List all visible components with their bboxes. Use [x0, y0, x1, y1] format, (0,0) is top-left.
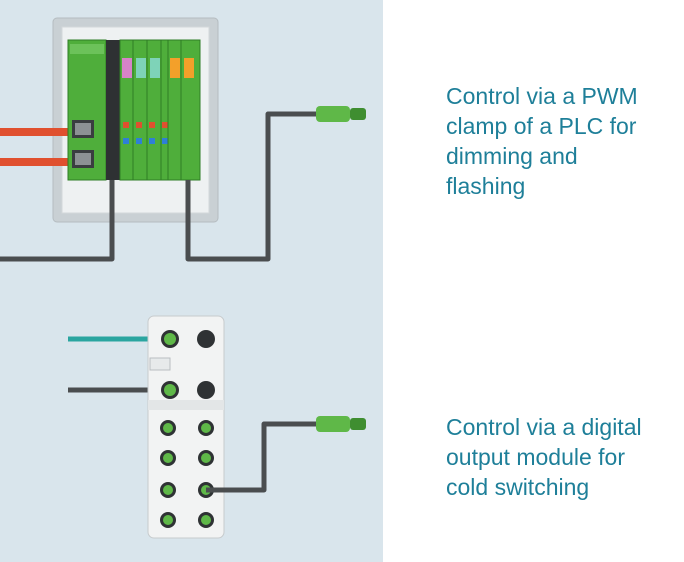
m12-connector-top [316, 106, 366, 122]
caption-pwm-line-4: flashing [446, 173, 526, 199]
caption-pwm-line-3: dimming and [446, 143, 578, 169]
caption-digital-line-1: Control via a digital [446, 414, 642, 440]
caption-pwm-control: Control via a PWM clamp of a PLC for dim… [446, 81, 682, 201]
network-cables [68, 336, 160, 393]
caption-digital-line-2: output module for [446, 444, 626, 470]
caption-digital-control: Control via a digital output module for … [446, 412, 682, 502]
caption-pwm-line-2: clamp of a PLC for [446, 113, 637, 139]
caption-pwm-line-1: Control via a PWM [446, 83, 638, 109]
digital-output-module [147, 315, 225, 539]
ethernet-cables [0, 128, 78, 166]
wiring-diagram [0, 17, 366, 539]
plc-bus-coupler [67, 39, 107, 181]
caption-digital-line-3: cold switching [446, 474, 590, 500]
plc-end-module [106, 40, 120, 180]
plc-terminal-modules [119, 39, 201, 181]
digital-output-cable [206, 416, 366, 493]
plc-output-cables [0, 111, 318, 262]
